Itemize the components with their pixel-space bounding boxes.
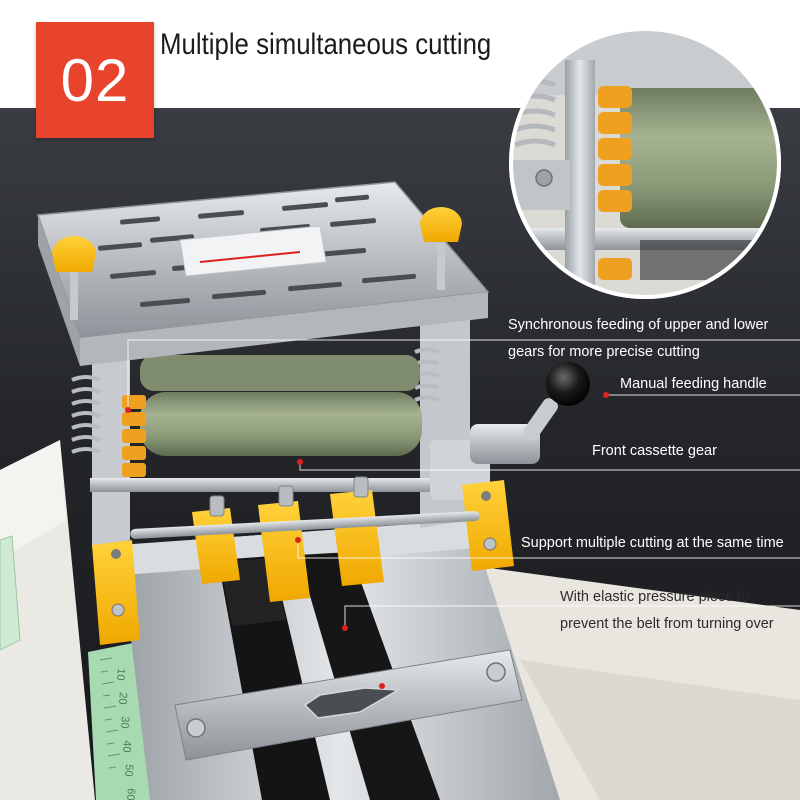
callout-dot (297, 459, 303, 465)
callout-dot (379, 683, 385, 689)
ruler-label: 20 (116, 692, 129, 705)
callout-line (127, 339, 800, 410)
step-number-badge: 02 (36, 22, 154, 138)
callout-line-text: gears for more precise cutting (508, 344, 700, 360)
callout-line-text: Front cassette gear (592, 443, 717, 459)
callout-dot (125, 407, 131, 413)
callout-synchronous-feeding: Synchronous feeding of upper and lower g… (508, 312, 768, 366)
callout-multiple-cutting: Support multiple cutting at the same tim… (521, 530, 784, 557)
callout-line (297, 540, 800, 559)
ruler-label: 50 (122, 764, 135, 777)
callout-elastic-pressure-piece: With elastic pressure piece to prevent t… (560, 584, 774, 638)
callout-line-text: With elastic pressure piece to (560, 589, 750, 605)
callout-dot (342, 625, 348, 631)
callout-line-text: Support multiple cutting at the same tim… (521, 535, 784, 551)
ruler-label: 40 (120, 740, 133, 753)
callout-line (344, 605, 800, 628)
ruler-label: 10 (114, 668, 127, 681)
callout-line-text: Synchronous feeding of upper and lower (508, 317, 769, 333)
callout-manual-feeding-handle: Manual feeding handle (620, 371, 767, 398)
callout-line-text: Manual feeding handle (620, 376, 767, 392)
step-number: 02 (60, 46, 130, 114)
ruler: 10 20 30 40 50 60 (114, 668, 137, 801)
callout-front-cassette-gear: Front cassette gear (592, 438, 717, 465)
callout-dot (295, 537, 301, 543)
headline: Multiple simultaneous cutting (160, 28, 492, 61)
ruler-label: 30 (118, 716, 131, 729)
ruler-label: 60 (124, 788, 137, 800)
callout-dot (603, 392, 609, 398)
callout-line-text: prevent the belt from turning over (560, 616, 774, 632)
